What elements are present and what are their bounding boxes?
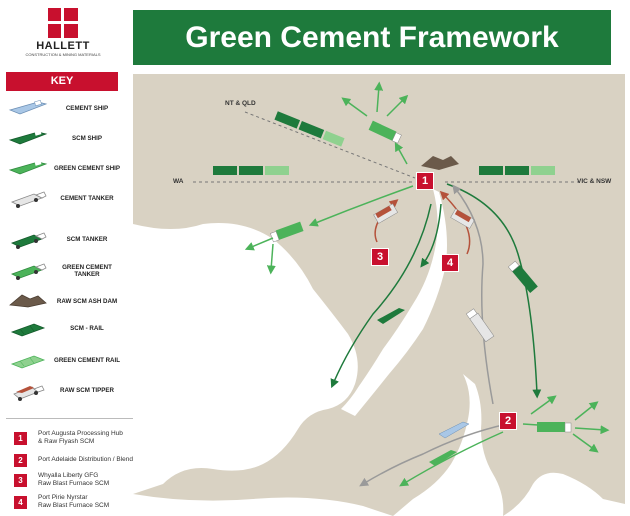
legend-line: & Raw Flyash SCM xyxy=(38,438,95,445)
hub-1-badge: 1 xyxy=(416,172,434,190)
key-label: SCM TANKER xyxy=(66,236,108,244)
hallett-logo-icon xyxy=(48,8,78,38)
key-item-scm-rail: SCM - RAIL xyxy=(6,314,124,344)
green-cement-rail-east xyxy=(479,166,555,175)
brand-name: HALLETT xyxy=(36,40,90,52)
framework-map: NT & QLD WA VIC & NSW 1 2 3 4 xyxy=(133,74,625,516)
legend-item-4: 4 Port Pirie Nyrstar Raw Blast Furnace S… xyxy=(14,494,194,514)
key-item-green-cement-tanker: GREEN CEMENT TANKER xyxy=(6,256,124,286)
scm-rail-north xyxy=(274,111,345,147)
scm-rail-icon xyxy=(10,323,46,337)
key-item-cement-ship: CEMENT SHIP xyxy=(6,94,124,124)
scm-tanker-icon xyxy=(10,232,47,249)
kangaroo-island xyxy=(333,471,389,493)
map-canvas xyxy=(133,81,625,516)
raw-scm-tipper-whyalla xyxy=(373,203,399,224)
key-label: SCM SHIP xyxy=(72,135,102,143)
cement-ship-icon xyxy=(8,99,48,115)
key-item-green-cement-ship: GREEN CEMENT SHIP xyxy=(6,154,124,184)
label-nt-qld: NT & QLD xyxy=(225,100,256,107)
raw-scm-tipper-icon xyxy=(13,385,45,401)
key-label: CEMENT TANKER xyxy=(60,195,114,203)
label-wa: WA xyxy=(173,178,184,185)
sea-west xyxy=(133,223,358,494)
legend-divider xyxy=(6,418,182,419)
legend-badge: 3 xyxy=(14,474,27,487)
raw-scm-tipper-pirie xyxy=(450,208,476,229)
legend-line: Whyalla Liberty GFG xyxy=(38,472,99,479)
hub-2-badge: 2 xyxy=(499,412,517,430)
legend-item-3: 3 Whyalla Liberty GFG Raw Blast Furnace … xyxy=(14,472,194,492)
key-label: RAW SCM TIPPER xyxy=(60,387,114,395)
cement-tanker-icon xyxy=(10,191,47,208)
key-item-ash-dam: RAW SCM ASH DAM xyxy=(6,287,124,317)
green-cement-rail-west xyxy=(213,166,289,175)
brand-tagline: CONSTRUCTION & MINING MATERIALS xyxy=(25,52,101,57)
legend-badge: 2 xyxy=(14,454,27,467)
legend-item-2: 2 Port Adelaide Distribution / Blending … xyxy=(14,452,194,472)
legend-line: Port Pirie Nyrstar xyxy=(38,494,88,501)
gulf-st-vincent xyxy=(393,374,504,516)
green-cement-tanker-icon xyxy=(10,263,47,280)
key-panel: HALLETT CONSTRUCTION & MINING MATERIALS … xyxy=(0,0,126,516)
sea-southeast xyxy=(503,472,625,516)
scm-tanker-east xyxy=(507,260,538,293)
scm-ship xyxy=(377,308,405,324)
key-item-green-cement-rail: GREEN CEMENT RAIL xyxy=(6,346,124,376)
key-item-cement-tanker: CEMENT TANKER xyxy=(6,184,124,214)
green-cement-tanker-adelaide xyxy=(537,422,572,433)
brand-logo: HALLETT CONSTRUCTION & MINING MATERIALS xyxy=(0,8,126,57)
legend-line: Port Augusta Processing Hub xyxy=(38,430,123,437)
cement-ship xyxy=(438,421,470,439)
green-cement-ship xyxy=(429,450,457,466)
key-label: RAW SCM ASH DAM xyxy=(56,298,118,306)
legend-item-1: 1 Port Augusta Processing Hub & Raw Flya… xyxy=(14,430,194,450)
legend-badge: 4 xyxy=(14,496,27,509)
key-title: KEY xyxy=(6,72,118,91)
key-label: CEMENT SHIP xyxy=(65,105,109,113)
green-cement-ship-icon xyxy=(8,160,48,175)
green-cement-tanker-west xyxy=(270,221,304,243)
sea-south xyxy=(133,494,393,516)
key-item-scm-tanker: SCM TANKER xyxy=(6,225,124,255)
legend-badge: 1 xyxy=(14,432,27,445)
scm-ship-icon xyxy=(8,130,48,145)
page-title: Green Cement Framework xyxy=(133,10,611,65)
key-item-scm-ship: SCM SHIP xyxy=(6,124,124,154)
legend-line: Raw Blast Furnace SCM xyxy=(38,480,110,487)
rail-line-nt xyxy=(244,111,416,179)
legend-line: Port Adelaide Distribution / Blending Hu… xyxy=(38,456,156,463)
key-label: GREEN CEMENT TANKER xyxy=(62,263,112,279)
hub-4-badge: 4 xyxy=(441,254,459,272)
key-item-raw-scm-tipper: RAW SCM TIPPER xyxy=(6,376,124,406)
key-label: GREEN CEMENT SHIP xyxy=(54,165,121,173)
ash-dam-icon xyxy=(421,156,459,170)
ash-dam-icon xyxy=(9,294,47,308)
green-cement-rail-icon xyxy=(10,355,46,369)
green-cement-tanker-north xyxy=(368,120,402,144)
spencer-gulf xyxy=(341,189,447,416)
key-label: SCM - RAIL xyxy=(70,325,104,333)
hub-3-badge: 3 xyxy=(371,248,389,266)
key-label: GREEN CEMENT RAIL xyxy=(54,357,121,365)
cement-tanker-mid xyxy=(465,308,495,343)
legend-line: Raw Blast Furnace SCM xyxy=(38,502,110,509)
label-vic-nsw: VIC & NSW xyxy=(577,178,612,185)
